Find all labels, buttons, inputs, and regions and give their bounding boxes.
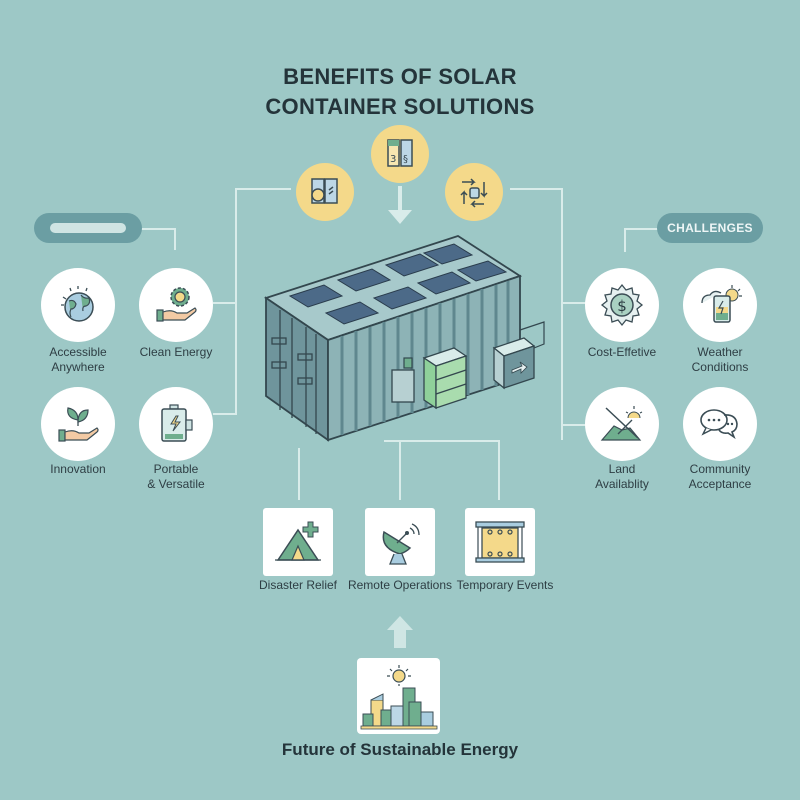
app-label-remote-operations: Remote Operations — [347, 578, 453, 592]
connector-events — [498, 440, 500, 500]
svg-text:$: $ — [617, 297, 627, 315]
label-line: Conditions — [691, 360, 749, 374]
battery-storage-icon — [296, 163, 354, 221]
label-line: Weather — [697, 345, 743, 359]
benefit-label-innovation: Innovation — [28, 462, 128, 477]
challenge-label-weather: Weather Conditions — [670, 345, 770, 375]
connector-bottom-horizontal — [384, 440, 500, 442]
satellite-dish-icon — [365, 508, 435, 576]
benefit-label-clean-energy: Clean Energy — [126, 345, 226, 360]
connector-pill-challenges-down — [624, 228, 626, 252]
page-title: BENEFITS OF SOLAR CONTAINER SOLUTIONS — [0, 62, 800, 122]
label-line: Land — [608, 462, 636, 476]
weather-battery-icon — [683, 268, 757, 342]
label-line: Cost-Effetive — [587, 345, 657, 359]
connector-left-top — [235, 188, 291, 190]
title-line-2: CONTAINER SOLUTIONS — [265, 94, 535, 119]
label-line: & Versatile — [147, 477, 205, 491]
connector-left-vertical — [235, 188, 237, 414]
svg-text:§: § — [403, 154, 408, 165]
solar-container-illustration — [258, 228, 558, 448]
battery-modules-icon: 3§ — [371, 125, 429, 183]
chat-bubbles-icon — [683, 387, 757, 461]
challenge-label-land: Land Availablity — [572, 462, 672, 492]
challenge-label-cost: Cost-Effetive — [572, 345, 672, 360]
benefit-label-accessible: Accessible Anywhere — [28, 345, 128, 375]
app-label-disaster-relief: Disaster Relief — [258, 578, 338, 592]
future-title: Future of Sustainable Energy — [281, 740, 519, 759]
connector-right-cost — [561, 302, 587, 304]
app-label-temporary-events: Temporary Events — [456, 578, 554, 592]
tent-icon — [263, 508, 333, 576]
pill-bar — [50, 223, 126, 233]
title-line-1: BENEFITS OF SOLAR — [283, 64, 517, 89]
connector-right-vertical — [561, 188, 563, 440]
energy-flow-icon — [445, 163, 503, 221]
gear-hand-icon — [139, 268, 213, 342]
benefits-pill — [34, 213, 142, 243]
up-arrow-icon — [387, 616, 413, 630]
svg-text:3: 3 — [390, 154, 396, 165]
connector-pill-challenges — [625, 228, 659, 230]
connector-pill-benefits — [140, 228, 176, 230]
label-line: Clean Energy — [139, 345, 213, 359]
up-arrow-stem — [394, 630, 406, 648]
label-line: Portable — [153, 462, 199, 476]
plant-hand-icon — [41, 387, 115, 461]
challenge-label-community: Community Acceptance — [670, 462, 770, 492]
label-line: Acceptance — [688, 477, 752, 491]
globe-icon — [41, 268, 115, 342]
connector-right-top — [510, 188, 563, 190]
challenges-pill-label: CHALLENGES — [667, 221, 753, 235]
stage-icon — [465, 508, 535, 576]
dollar-sun-icon: $ — [585, 268, 659, 342]
challenges-pill: CHALLENGES — [657, 213, 763, 243]
connector-pill-benefits-down — [174, 228, 176, 250]
label-line: Anywhere — [51, 360, 105, 374]
label-line: Innovation — [50, 462, 106, 476]
connector-center-stem — [398, 186, 402, 212]
benefit-label-portable: Portable & Versatile — [126, 462, 226, 492]
label-line: Community — [689, 462, 751, 476]
connector-right-land — [561, 424, 587, 426]
land-icon — [585, 387, 659, 461]
sustainable-city-icon — [357, 658, 440, 734]
label-line: Accessible — [49, 345, 107, 359]
connector-left-portable — [213, 413, 237, 415]
connector-left-clean-energy — [213, 302, 237, 304]
label-line: Availablity — [595, 477, 649, 491]
connector-remote — [399, 440, 401, 500]
down-arrow-icon — [388, 210, 412, 224]
connector-disaster — [298, 448, 300, 500]
battery-icon — [139, 387, 213, 461]
